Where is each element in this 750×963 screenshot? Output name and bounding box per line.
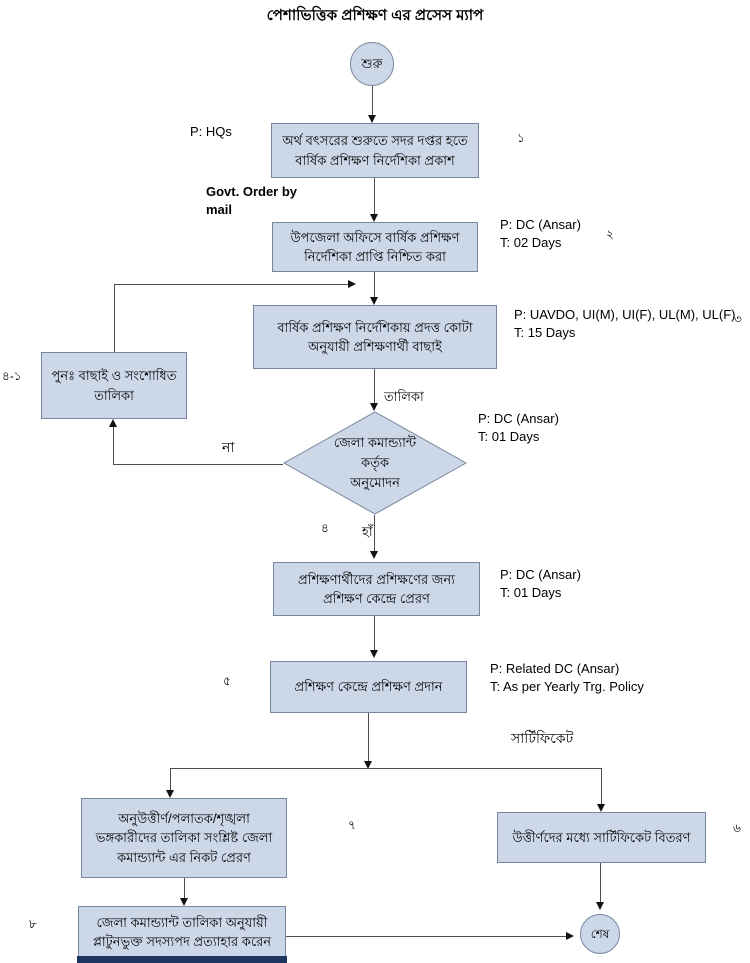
arrowhead-decision-step4 <box>370 551 378 559</box>
start-node: শুরু <box>350 42 394 86</box>
connector-no-horizontal <box>113 464 283 465</box>
step7-number: ৭ <box>348 818 356 832</box>
connector-step7-step8 <box>184 878 185 899</box>
rework-node: পুনঃ বাছাই ও সংশোধিত তালিকা <box>41 352 187 419</box>
arrowhead-start-step1 <box>368 115 376 123</box>
arrowhead-step8-end <box>566 932 574 940</box>
connector-no-vertical <box>113 427 114 464</box>
step4-meta-label: P: DC (Ansar) T: 01 Days <box>500 567 581 600</box>
step2-meta-label: P: DC (Ansar) T: 02 Days <box>500 217 581 250</box>
page-title: পেশাভিত্তিক প্রশিক্ষণ এর প্রসেস ম্যাপ <box>266 7 484 24</box>
bottom-cropped-shape <box>77 956 287 963</box>
step6-node: উত্তীর্ণদের মধ্যে সার্টিফিকেট বিতরণ <box>497 812 706 863</box>
step1-node: অর্থ বৎসরের শুরুতে সদর দপ্তর হতে বার্ষিক… <box>271 123 479 178</box>
arrowhead-branch-step7 <box>166 790 174 798</box>
arrowhead-step3-decision <box>370 403 378 411</box>
step5-number: ৫ <box>223 674 231 688</box>
connector-step6-end <box>600 863 601 903</box>
connector-step4-step5 <box>374 616 375 651</box>
arrowhead-rework-merge <box>348 280 356 288</box>
step2-node: উপজেলা অফিসে বার্ষিক প্রশিক্ষণ নির্দেশিক… <box>272 222 478 272</box>
step1-actor-label: P: HQs <box>190 124 232 139</box>
connector-branch-step6 <box>601 768 602 804</box>
arrowhead-step1-step2 <box>370 214 378 222</box>
step3-meta-label: P: UAVDO, UI(M), UI(F), UL(M), UL(F) T: … <box>514 307 736 340</box>
step2-number: ২ <box>606 227 614 241</box>
connector-start-step1 <box>372 86 373 116</box>
connector-step2-step3 <box>374 272 375 298</box>
step8-node: জেলা কমান্ড্যান্ট তালিকা অনুযায়ী প্লাটু… <box>78 906 286 958</box>
certificate-edge-label: সার্টিফিকেট <box>511 730 574 746</box>
arrowhead-step6-end <box>596 902 604 910</box>
decision-meta-label: P: DC (Ansar) T: 01 Days <box>478 411 559 444</box>
arrowhead-step5-branch <box>364 761 372 769</box>
connector-step8-end <box>286 936 566 937</box>
step5-node: প্রশিক্ষণ কেন্দ্রে প্রশিক্ষণ প্রদান <box>270 661 467 713</box>
decision-node: জেলা কমান্ড্যান্ট কর্তৃক অনুমোদন <box>333 434 417 491</box>
end-node: শেষ <box>580 914 620 954</box>
arrowhead-step2-step3 <box>370 297 378 305</box>
connector-step5-branch <box>368 713 369 762</box>
step3-number: ৩ <box>734 312 742 326</box>
connector-rework-right <box>114 284 348 285</box>
govt-order-label: Govt. Order by mail <box>206 184 298 217</box>
arrowhead-step7-step8 <box>180 898 188 906</box>
rework-number: ৪-১ <box>2 369 22 383</box>
arrowhead-step4-step5 <box>370 650 378 658</box>
connector-decision-step4 <box>374 515 375 552</box>
step8-number: ৮ <box>29 917 37 931</box>
step1-number: ১ <box>517 131 525 145</box>
connector-step3-decision <box>374 369 375 403</box>
step7-node: অনুউত্তীর্ণ/পলাতক/শৃঙ্খলা ভঙ্গকারীদের তা… <box>81 798 287 878</box>
arrowhead-no-rework <box>109 419 117 427</box>
arrowhead-branch-step6 <box>597 804 605 812</box>
decision-diamond-shape <box>283 411 467 515</box>
step3-node: বার্ষিক প্রশিক্ষণ নির্দেশিকায় প্রদত্ত ক… <box>253 305 497 369</box>
branch-horizontal-line <box>170 768 602 769</box>
yes-edge-label: হাঁ <box>362 524 373 539</box>
connector-branch-step7 <box>170 768 171 790</box>
step5-meta-label: P: Related DC (Ansar) T: As per Yearly T… <box>490 661 644 694</box>
list-edge-label: তালিকা <box>384 389 424 404</box>
connector-rework-up <box>114 284 115 352</box>
no-edge-label: না <box>222 439 235 455</box>
decision-number: ৪ <box>321 521 329 535</box>
connector-step1-step2 <box>374 178 375 214</box>
step4-node: প্রশিক্ষণার্থীদের প্রশিক্ষণের জন্য প্রশি… <box>273 562 480 616</box>
step6-number: ৬ <box>733 821 741 835</box>
